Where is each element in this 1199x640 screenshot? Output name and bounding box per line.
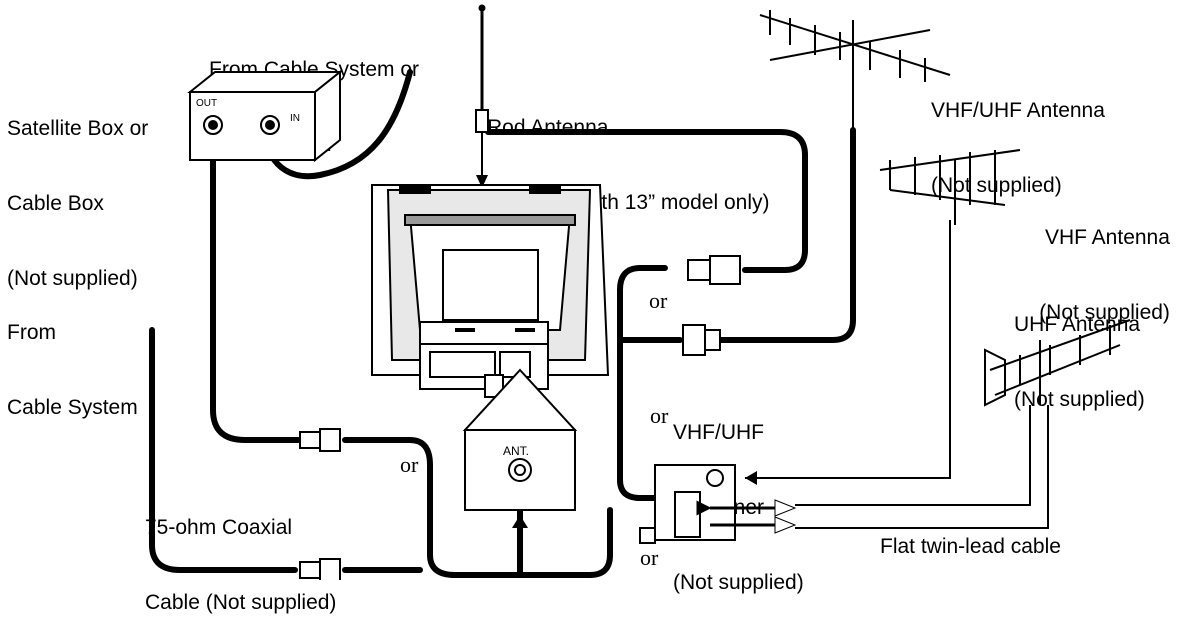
label-line: (Not supplied) bbox=[1014, 388, 1145, 411]
cable-dish-to-box bbox=[262, 69, 413, 180]
label-line: UHF Antenna bbox=[1014, 313, 1141, 336]
or-label-bottom: or bbox=[640, 545, 659, 570]
from-cable-system-label: From Cable System bbox=[7, 270, 138, 445]
connectors bbox=[299, 255, 741, 580]
label-line: (Not supplied) bbox=[7, 267, 138, 290]
cable-vhf-uhf bbox=[717, 127, 856, 343]
uhf-antenna-label: UHF Antenna (Not supplied) bbox=[1014, 262, 1145, 437]
cable-bracket bbox=[617, 265, 668, 501]
label-line: VHF Antenna bbox=[1045, 226, 1170, 249]
label-line: Cable System bbox=[7, 396, 138, 419]
cable-box-out-down bbox=[210, 127, 303, 443]
vhf-antenna-icon bbox=[879, 149, 1021, 225]
satellite-box bbox=[187, 69, 343, 163]
vhf-antenna-label: VHF Antenna (Not supplied) bbox=[1031, 175, 1170, 350]
ant-callout bbox=[462, 368, 578, 511]
or-label-coax: or bbox=[400, 452, 419, 477]
label-line: Cable (Not supplied) bbox=[145, 591, 337, 614]
twin-lead-label: Flat twin-lead cable bbox=[880, 535, 1061, 558]
rod-antenna bbox=[475, 4, 489, 180]
label-line: From bbox=[7, 321, 56, 344]
cable-coax-to-ant bbox=[342, 437, 613, 578]
label-line: Cable Box bbox=[7, 192, 104, 215]
or-label-rod: or bbox=[649, 288, 668, 313]
label-line: (Not supplied) bbox=[1039, 301, 1170, 324]
combiner bbox=[639, 464, 736, 544]
uhf-antenna-icon bbox=[984, 319, 1131, 407]
label-line: VHF/UHF bbox=[673, 421, 764, 444]
cable-from-cable-system bbox=[149, 327, 298, 573]
tv-back bbox=[371, 184, 610, 398]
or-label-combiner: or bbox=[650, 403, 669, 428]
vhf-uhf-antenna-icon bbox=[759, 10, 951, 130]
box-in-label: IN bbox=[290, 113, 300, 124]
label-line: VHF/UHF Antenna bbox=[931, 99, 1105, 122]
box-out-label: OUT bbox=[196, 98, 217, 109]
label-line: 75-ohm Coaxial bbox=[145, 516, 293, 539]
satellite-box-label: Satellite Box or Cable Box (Not supplied… bbox=[7, 66, 148, 316]
connection-diagram: OUT IN ANT. bbox=[149, 4, 1131, 580]
label-line: Satellite Box or bbox=[7, 117, 149, 140]
ant-label: ANT. bbox=[503, 444, 529, 458]
cable-rod-antenna bbox=[485, 119, 808, 273]
